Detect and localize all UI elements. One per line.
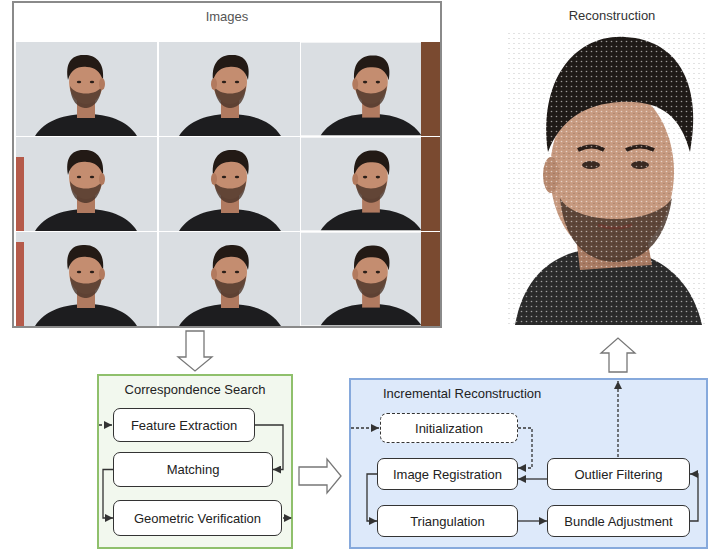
process-box: Bundle Adjustment	[547, 505, 690, 537]
flow-connector	[518, 520, 547, 521]
process-box: Triangulation	[377, 505, 518, 537]
process-box: Image Registration	[377, 458, 518, 490]
process-box: Initialization	[380, 413, 518, 443]
entry-arrow	[99, 424, 112, 425]
point-cloud	[505, 30, 705, 326]
group-title: Images	[14, 9, 440, 24]
flow-connector	[255, 425, 283, 470]
step-label: Image Registration	[393, 467, 502, 482]
group-title: Incremental Reconstruction	[351, 386, 706, 401]
step-label: Bundle Adjustment	[564, 514, 672, 529]
output-arrow	[617, 381, 618, 457]
flow-connector	[367, 474, 377, 521]
image-panel: Images	[12, 1, 442, 328]
flow-connector	[690, 474, 698, 521]
process-box: Geometric Verification	[113, 500, 282, 536]
flow-connector	[518, 428, 532, 468]
stage-group: Incremental ReconstructionInitialization…	[349, 378, 708, 549]
hollow-arrow	[601, 338, 635, 372]
step-label: Outlier Filtering	[574, 467, 662, 482]
step-label: Feature Extraction	[131, 418, 237, 433]
flow-connector	[103, 470, 113, 519]
process-box: Feature Extraction	[113, 408, 255, 442]
group-title: Correspondence Search	[99, 382, 291, 397]
hollow-arrow	[299, 459, 341, 493]
step-label: Matching	[167, 462, 220, 477]
hollow-arrow	[178, 331, 212, 371]
step-label: Triangulation	[410, 514, 485, 529]
process-box: Matching	[113, 452, 273, 487]
step-label: Geometric Verification	[134, 511, 261, 526]
step-label: Initialization	[415, 421, 483, 436]
process-box: Outlier Filtering	[547, 458, 690, 490]
entry-arrow	[351, 427, 379, 428]
output-label: Reconstruction	[556, 8, 668, 23]
stage-group: Correspondence SearchFeature ExtractionM…	[97, 374, 293, 549]
photo-grid	[16, 42, 440, 326]
exit-arrow	[283, 517, 292, 518]
flow-connector	[518, 478, 547, 479]
